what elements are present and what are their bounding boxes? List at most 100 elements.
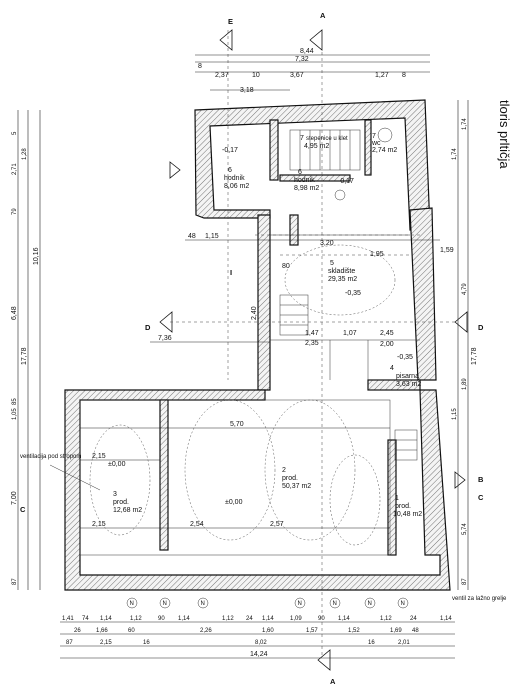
svg-text:5,70: 5,70 [230,421,244,428]
svg-text:1,12: 1,12 [130,616,142,622]
svg-text:7,36: 7,36 [158,335,172,342]
svg-text:1,52: 1,52 [348,628,360,634]
svg-text:prod.: prod. [282,475,298,482]
svg-text:2,37: 2,37 [215,72,229,79]
svg-text:1,15: 1,15 [452,408,458,420]
room-stepenice: 7 stepenice u klet 4,95 m2 [300,135,348,150]
svg-text:3,63 m2: 3,63 m2 [396,381,421,388]
room-labels: 6 hodnik 8,06 m2 6 hodnik 8,98 m2 7 step… [113,133,422,518]
room-prod-1: 1 prod. 10,48 m2 [393,495,422,518]
level-label: -0,17 [338,178,354,185]
svg-text:17,78: 17,78 [471,347,478,365]
svg-text:7,32: 7,32 [295,56,309,63]
room-pisarna: 4 pisarna 3,63 m2 [390,365,421,388]
right-dimensions: 1,74 1,74 4,79 17,78 1,89 1,15 5,74 87 [452,100,478,590]
svg-text:2,35: 2,35 [305,340,319,347]
window-label: N [163,601,167,607]
svg-text:8,44: 8,44 [300,48,314,55]
svg-text:2,00: 2,00 [380,341,394,348]
svg-text:90: 90 [318,616,325,622]
svg-text:60: 60 [128,628,135,634]
level-label: -0,35 [345,290,361,297]
svg-text:1,69: 1,69 [390,628,402,634]
svg-text:3,18: 3,18 [240,87,254,94]
svg-text:1,12: 1,12 [380,616,392,622]
svg-text:8: 8 [198,63,202,70]
svg-text:2,15: 2,15 [100,640,112,646]
svg-text:1,14: 1,14 [178,616,190,622]
svg-text:2,15: 2,15 [92,521,106,528]
svg-text:17,78: 17,78 [21,347,28,365]
svg-text:skladište: skladište [328,268,355,275]
section-label: A [330,677,336,686]
svg-text:1,74: 1,74 [452,148,458,160]
bottom-dimensions: 1,41 74 1,14 1,12 90 1,14 1,12 24 1,14 1… [60,616,455,659]
svg-text:2,45: 2,45 [380,330,394,337]
svg-text:48: 48 [188,233,196,240]
ventilation-grille-note: ventil za lažno grelje [452,596,507,602]
section-label: C [478,493,484,502]
svg-text:5: 5 [12,131,18,135]
svg-text:1,60: 1,60 [262,628,274,634]
svg-text:1,28: 1,28 [22,148,28,160]
svg-text:79: 79 [12,208,18,215]
stairs [279,129,418,461]
svg-text:4: 4 [390,365,394,372]
svg-text:1,09: 1,09 [290,616,302,622]
section-label: C [20,505,26,514]
svg-text:6: 6 [298,169,302,176]
svg-text:1,14: 1,14 [440,616,452,622]
svg-text:2,26: 2,26 [200,628,212,634]
svg-text:7,00: 7,00 [11,491,18,505]
svg-text:5,74: 5,74 [462,523,468,535]
svg-text:2,15: 2,15 [92,453,106,460]
svg-text:87: 87 [66,640,73,646]
svg-text:4,95 m2: 4,95 m2 [304,143,329,150]
svg-text:8,02: 8,02 [255,640,267,646]
svg-text:7: 7 [300,135,304,142]
window-label: N [201,601,205,607]
svg-text:prod.: prod. [395,503,411,510]
svg-text:2,40: 2,40 [251,306,258,320]
svg-text:hodnik: hodnik [294,177,315,184]
window-markers: N N N N N N N [126,597,409,609]
svg-text:2,71: 2,71 [12,163,18,175]
section-label: D [478,323,484,332]
svg-text:24: 24 [246,616,253,622]
svg-text:7: 7 [372,133,376,140]
svg-text:8: 8 [402,72,406,79]
interior-dimensions: 7,36 2,40 1,47 2,35 1,07 2,45 2,00 5,70 … [80,233,454,529]
level-label: ±0,00 [108,461,126,468]
window-label: N [368,601,372,607]
section-label: D [145,323,151,332]
svg-text:2,57: 2,57 [270,521,284,528]
svg-text:26: 26 [74,628,81,634]
room-skladiste: 5 skladište 29,35 m2 [328,260,357,283]
svg-text:3,67: 3,67 [290,72,304,79]
window-label: N [333,601,337,607]
room-hodnik-2: 6 hodnik 8,98 m2 [294,169,319,192]
svg-text:2,74 m2: 2,74 m2 [372,147,397,154]
drawing-title: tloris prltičja [497,100,512,169]
interior-lines [79,127,420,556]
svg-text:12,68 m2: 12,68 m2 [113,507,142,514]
svg-text:1,47: 1,47 [305,330,319,337]
svg-text:87: 87 [12,578,18,585]
svg-text:50,37 m2: 50,37 m2 [282,483,311,490]
svg-text:80: 80 [282,263,290,270]
svg-text:2: 2 [282,467,286,474]
svg-text:10,16: 10,16 [33,247,40,265]
svg-text:74: 74 [82,616,89,622]
room-prod-2: 2 prod. 50,37 m2 [282,467,311,490]
svg-text:stepenice u klet: stepenice u klet [306,136,348,142]
toilet-icon [377,127,393,143]
section-markers: E A A D D C C B I [20,11,484,686]
svg-text:2,54: 2,54 [190,521,204,528]
svg-text:16: 16 [143,640,150,646]
svg-text:1,07: 1,07 [343,330,357,337]
lighting-layout [89,244,396,546]
top-dimensions: 8,44 7,32 2,37 3,67 1,27 3,18 8 10 8 [195,48,430,94]
level-label: ±0,00 [225,499,243,506]
svg-text:4,79: 4,79 [462,283,468,295]
